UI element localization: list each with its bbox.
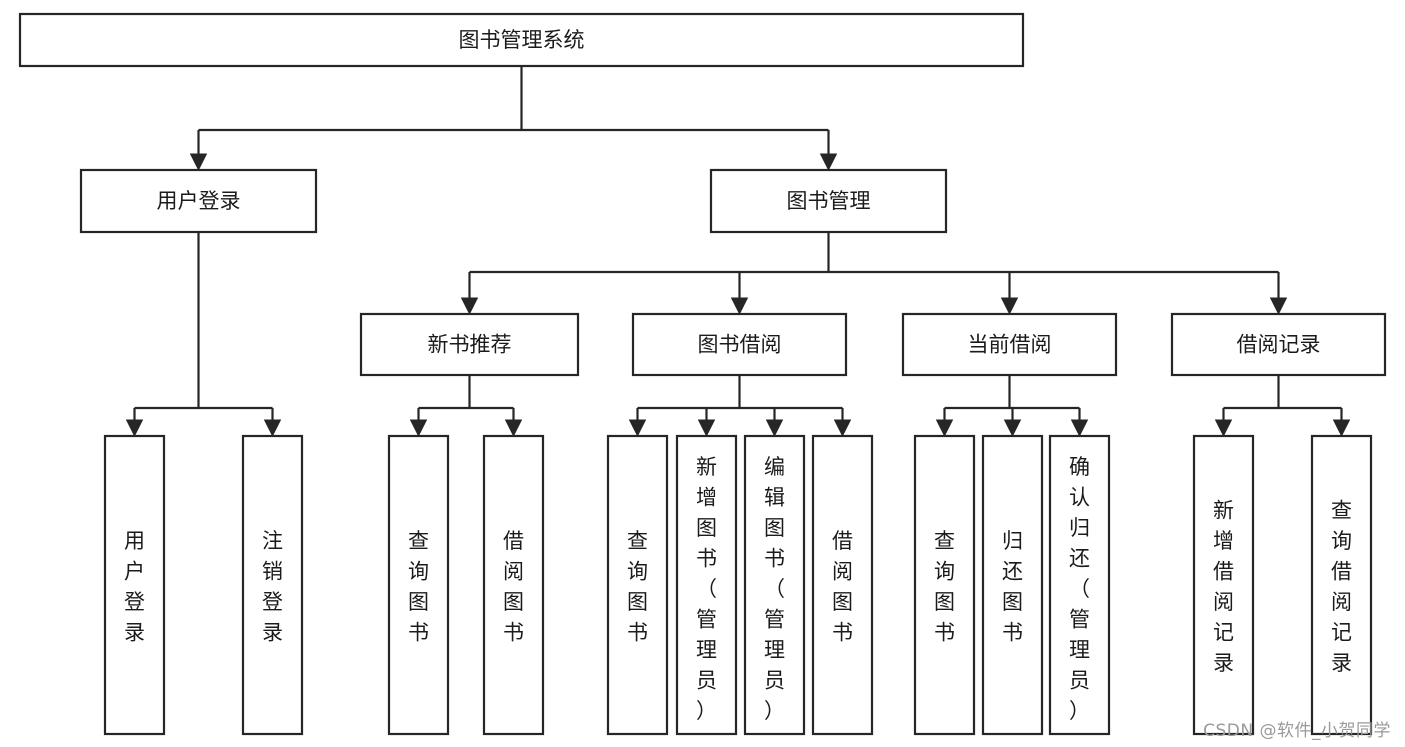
node-label: 查询图书 [627,529,648,645]
node-box [709,168,948,234]
node-label: 查询图书 [408,529,429,645]
node-label: 新增借阅记录 [1213,498,1234,675]
node-box [981,434,1044,736]
node-box [79,168,318,234]
node-label: 编辑图书（管理员） [764,455,785,723]
node-box [913,434,976,736]
node-box [1310,434,1373,736]
node-label: 借阅图书 [832,529,853,645]
node-box [359,312,580,377]
node-leaf-return-book[interactable]: 归还图书 [981,434,1044,736]
node-label: 新书推荐 [428,333,512,357]
node-box [901,312,1118,377]
node-box [1192,434,1255,736]
node-borrow-record[interactable]: 借阅记录 [1170,312,1387,377]
node-box [1048,434,1111,736]
node-leaf-query-book-2[interactable]: 查询图书 [606,434,669,736]
node-label: 新增图书（管理员） [696,455,717,723]
node-box [743,434,806,736]
node-box [103,434,166,736]
node-leaf-logout[interactable]: 注销登录 [241,434,304,736]
node-current-borrow[interactable]: 当前借阅 [901,312,1118,377]
node-label: 注销登录 [262,529,283,645]
node-leaf-edit-book[interactable]: 编辑图书（管理员） [743,434,806,736]
node-label: 图书管理 [787,189,871,213]
node-label: 借阅图书 [503,529,524,645]
node-leaf-query-book-3[interactable]: 查询图书 [913,434,976,736]
node-box [631,312,848,377]
edge-layer [125,66,1351,437]
node-label: 图书借阅 [698,333,782,357]
node-root[interactable]: 图书管理系统 [18,12,1025,68]
node-box [241,434,304,736]
node-label: 归还图书 [1002,529,1023,645]
node-layer: 图书管理系统用户登录图书管理新书推荐图书借阅当前借阅借阅记录用户登录注销登录查询… [18,12,1387,736]
node-label: 查询借阅记录 [1331,498,1352,675]
node-leaf-add-book[interactable]: 新增图书（管理员） [675,434,738,736]
node-label: 用户登录 [124,529,145,645]
node-box [482,434,545,736]
node-box [606,434,669,736]
node-book-manage[interactable]: 图书管理 [709,168,948,234]
node-label: 图书管理系统 [459,28,585,52]
node-book-borrow[interactable]: 图书借阅 [631,312,848,377]
node-leaf-borrow-book-2[interactable]: 借阅图书 [811,434,874,736]
node-label: 查询图书 [934,529,955,645]
node-leaf-confirm-return[interactable]: 确认归还（管理员） [1048,434,1111,736]
node-label: 当前借阅 [968,333,1052,357]
node-label: 借阅记录 [1237,333,1321,357]
node-leaf-add-record[interactable]: 新增借阅记录 [1192,434,1255,736]
node-label: 用户登录 [157,189,241,213]
node-box [811,434,874,736]
node-leaf-query-book-1[interactable]: 查询图书 [387,434,450,736]
node-box [18,12,1025,68]
node-leaf-query-record[interactable]: 查询借阅记录 [1310,434,1373,736]
node-box [675,434,738,736]
node-label: 确认归还（管理员） [1069,455,1090,723]
node-leaf-borrow-book-1[interactable]: 借阅图书 [482,434,545,736]
watermark-label: CSDN @软件_小贺同学 [1203,721,1391,741]
node-box [387,434,450,736]
node-new-book-rec[interactable]: 新书推荐 [359,312,580,377]
node-leaf-user-login[interactable]: 用户登录 [103,434,166,736]
node-box [1170,312,1387,377]
node-user-login[interactable]: 用户登录 [79,168,318,234]
